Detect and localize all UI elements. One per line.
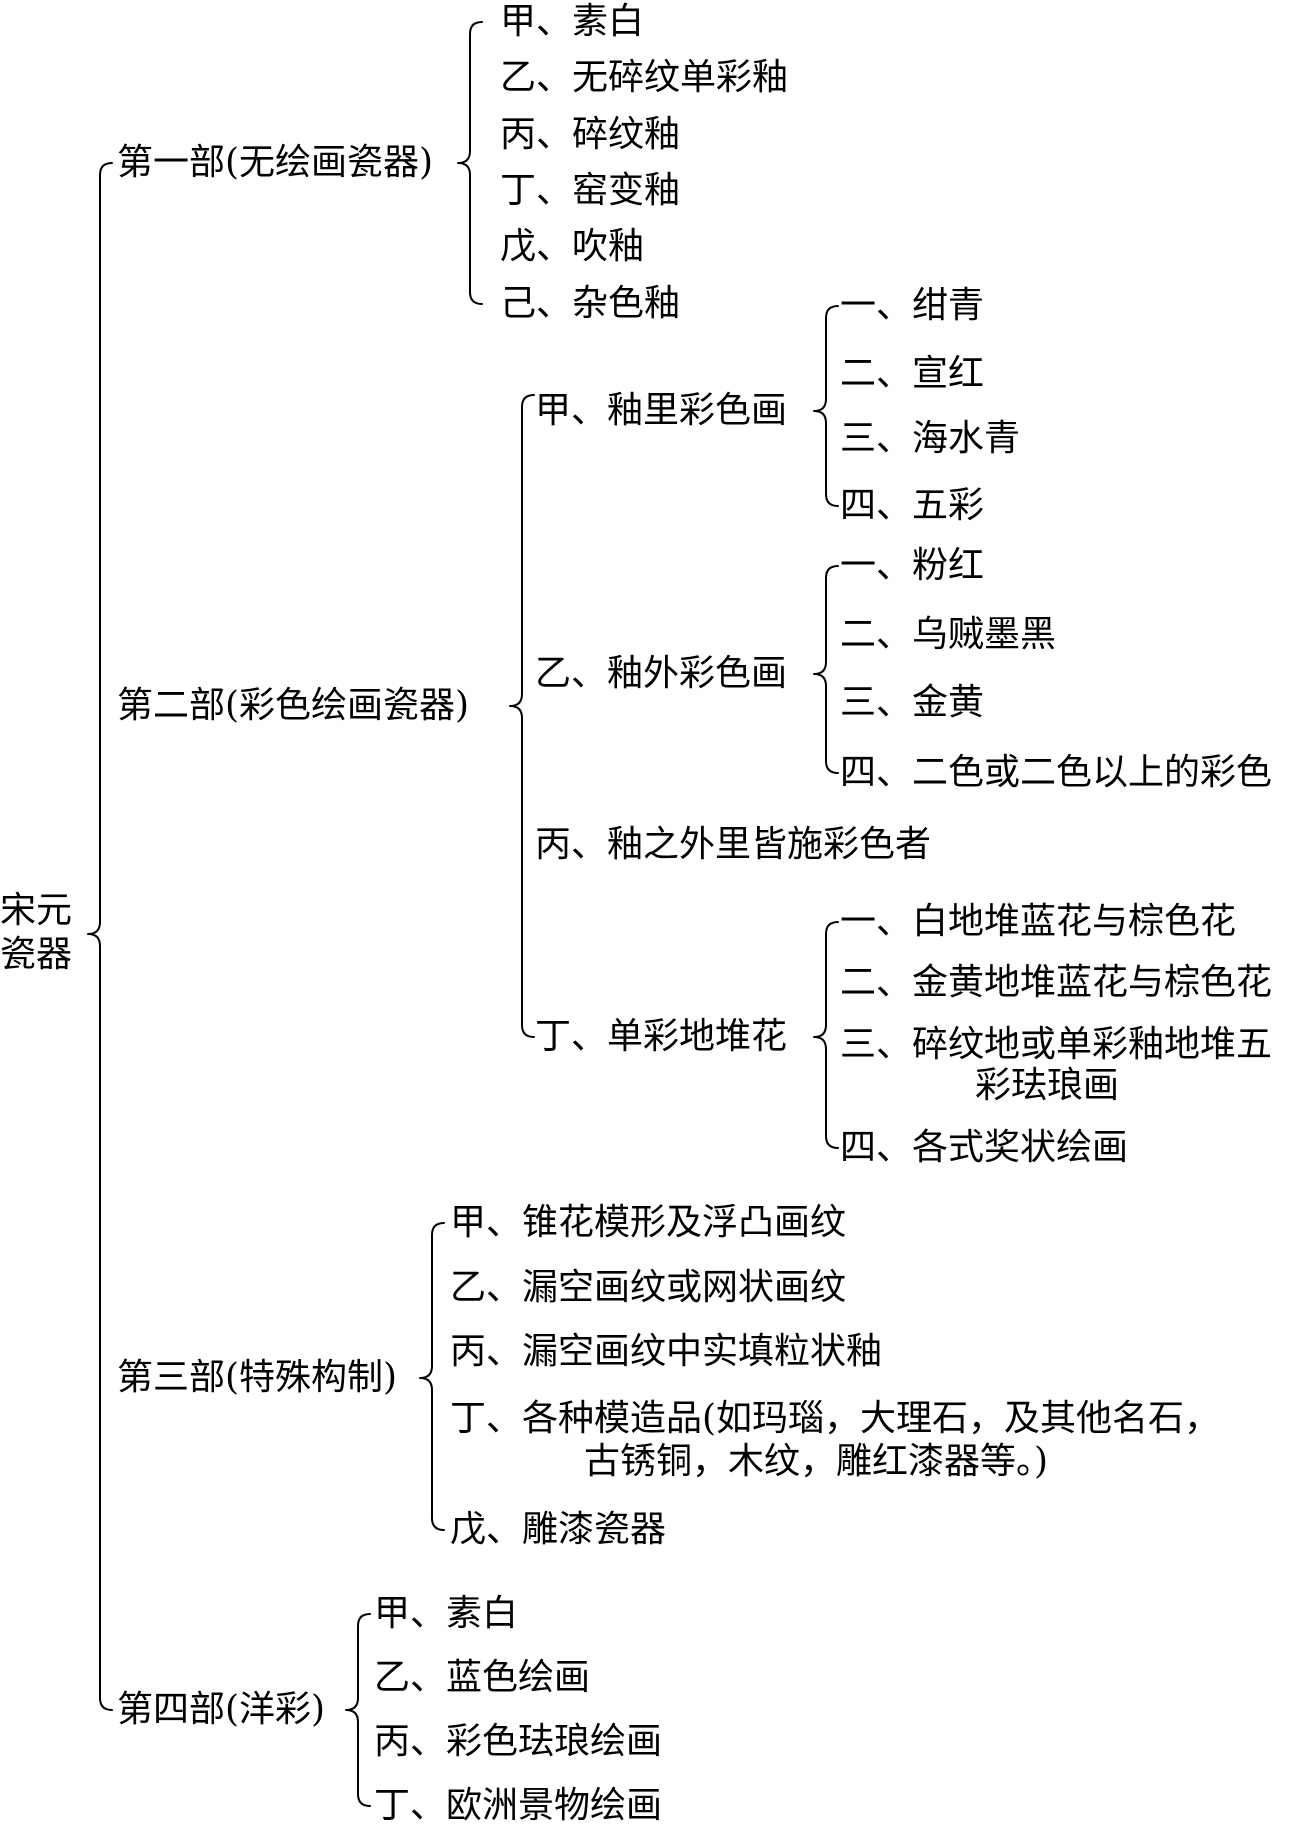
part-2-item-4-sub-3-line-1: 三、碎纹地或单彩釉地堆五 <box>840 1024 1273 1065</box>
brace-part-2 <box>509 394 535 1038</box>
part-2-item-4: 丁、单彩地堆花 <box>535 1016 788 1057</box>
part-4-label: 第四部(洋彩) <box>117 1689 326 1730</box>
part-2-item-1-sub-3: 三、海水青 <box>840 418 1021 459</box>
part-2-item-2-sub-1: 一、粉红 <box>840 545 985 586</box>
part-2-item-4-sub-3-line-2: 彩珐琅画 <box>975 1065 1120 1106</box>
part-2-item-2-sub-3: 三、金黄 <box>840 682 985 723</box>
root-label-line-1: 宋元 <box>0 890 73 931</box>
part-1-item-1: 甲、素白 <box>500 1 645 42</box>
part-2-item-1-sub-2: 二、宣红 <box>840 353 985 394</box>
part-2-item-2-sub-4: 四、二色或二色以上的彩色 <box>840 752 1273 793</box>
brace-part-1 <box>457 21 483 305</box>
part-3-item-2: 乙、漏空画纹或网状画纹 <box>450 1267 847 1308</box>
part-2-item-4-sub-4: 四、各式奖状绘画 <box>840 1127 1129 1168</box>
part-2-item-2-sub-2: 二、乌贼墨黑 <box>840 614 1057 655</box>
part-3-label: 第三部(特殊构制) <box>117 1357 398 1398</box>
part-1-item-4: 丁、窑变釉 <box>500 170 681 211</box>
part-4-item-4: 丁、欧洲景物绘画 <box>374 1785 663 1826</box>
part-3-item-5: 戊、雕漆瓷器 <box>450 1509 667 1550</box>
part-3-item-4-line-1: 丁、各种模造品(如玛瑙，大理石，及其他名石， <box>450 1398 1221 1439</box>
part-1-item-6: 己、杂色釉 <box>500 283 681 324</box>
part-2-label: 第二部(彩色绘画瓷器) <box>117 685 470 726</box>
part-1-item-2: 乙、无碎纹单彩釉 <box>500 57 789 98</box>
part-2-item-1-sub-1: 一、绀青 <box>840 285 985 326</box>
part-4-item-3: 丙、彩色珐琅绘画 <box>374 1721 663 1762</box>
part-3-item-3: 丙、漏空画纹中实填粒状釉 <box>450 1331 883 1372</box>
part-4-item-1: 甲、素白 <box>374 1593 519 1634</box>
part-4-item-2: 乙、蓝色绘画 <box>374 1657 591 1698</box>
brace-part-2-item-1 <box>813 305 839 507</box>
part-1-label: 第一部(无绘画瓷器) <box>117 142 434 183</box>
part-2-item-1-sub-4: 四、五彩 <box>840 485 985 526</box>
part-3-item-1: 甲、锥花模形及浮凸画纹 <box>450 1202 847 1243</box>
part-2-item-3: 丙、釉之外里皆施彩色者 <box>535 824 932 865</box>
part-1-item-5: 戊、吹釉 <box>500 226 645 267</box>
part-3-item-4-line-2: 古锈铜，木纹，雕红漆器等。) <box>584 1441 1049 1482</box>
brace-part-4 <box>345 1613 371 1807</box>
brace-part-2-item-2 <box>813 565 839 774</box>
part-2-item-2: 乙、釉外彩色画 <box>535 653 788 694</box>
brace-part-3 <box>419 1222 445 1531</box>
part-2-item-4-sub-1: 一、白地堆蓝花与棕色花 <box>840 901 1237 942</box>
part-1-item-3: 丙、碎纹釉 <box>500 114 681 155</box>
part-2-item-1: 甲、釉里彩色画 <box>535 390 788 431</box>
brace-part-2-item-4 <box>813 921 839 1149</box>
root-label-line-2: 瓷器 <box>0 934 73 975</box>
part-2-item-4-sub-2: 二、金黄地堆蓝花与棕色花 <box>840 962 1273 1003</box>
brace-root <box>87 162 113 1711</box>
